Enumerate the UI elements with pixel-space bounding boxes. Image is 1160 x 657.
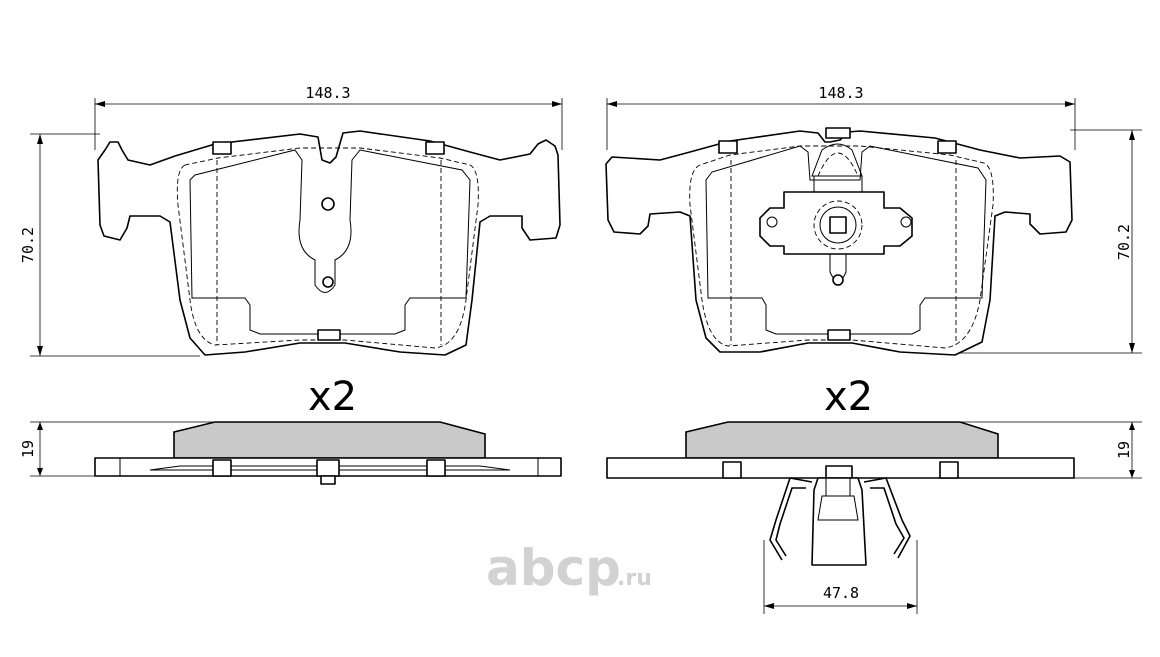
sensor-width-dimension: 47.8 [764, 540, 917, 614]
right-height-label: 70.2 [1115, 224, 1133, 260]
left-height-label: 70.2 [19, 227, 37, 263]
left-width-label: 148.3 [305, 84, 350, 102]
left-side-tab-1 [213, 460, 231, 476]
left-thickness-dimension: 19 [19, 422, 215, 476]
left-quantity-label: x2 [308, 374, 357, 420]
left-pad-side-view [95, 422, 561, 484]
right-friction-edge [706, 146, 986, 334]
right-backing-plate [606, 131, 1072, 355]
right-quantity-label: x2 [824, 374, 873, 420]
right-spring-arm-left-inner [776, 488, 806, 556]
left-side-tab-2 [317, 460, 339, 476]
left-clip-tab-1 [213, 142, 231, 154]
left-height-dimension: 70.2 [19, 134, 200, 356]
right-thickness-dimension: 19 [960, 422, 1142, 478]
left-backing-plate [98, 131, 560, 355]
watermark-domain: .ru [617, 566, 652, 591]
left-center-hole [322, 198, 334, 210]
right-bottom-tab [828, 330, 850, 340]
left-width-dimension: 148.3 [95, 84, 562, 150]
left-side-pin [321, 476, 335, 484]
right-spring-arm-right-inner [870, 488, 904, 554]
left-friction-outline [177, 148, 478, 348]
left-bottom-tab [318, 330, 340, 340]
right-spring-arm-left [770, 478, 812, 560]
right-clip-hole-left [767, 217, 777, 227]
right-thickness-label: 19 [1115, 441, 1133, 459]
right-clip-hole-right [901, 217, 911, 227]
right-side-tab-2 [940, 462, 958, 478]
right-clip-top [812, 144, 862, 176]
right-height-dimension: 70.2 [960, 130, 1142, 353]
right-pad-front-view [606, 128, 1072, 355]
right-clip-tab-2 [938, 141, 956, 153]
left-clip-tab-2 [426, 142, 444, 154]
right-sensor-ring [820, 207, 856, 243]
watermark-brand: abcp [486, 539, 621, 597]
right-side-center-tab [826, 466, 852, 478]
left-friction-edge [190, 150, 470, 334]
right-clip-tab-1 [719, 141, 737, 153]
right-lower-hole [833, 275, 843, 285]
sensor-width-label: 47.8 [823, 584, 859, 602]
right-top-tab [826, 128, 850, 138]
left-lower-hole [323, 277, 333, 287]
right-width-dimension: 148.3 [607, 84, 1075, 150]
left-pad-front-view [98, 131, 560, 355]
left-side-tab-3 [427, 460, 445, 476]
right-clip-arc [818, 153, 858, 176]
left-thickness-label: 19 [19, 440, 37, 458]
right-side-tab-1 [723, 462, 741, 478]
right-clip-neck [814, 176, 862, 192]
right-sensor-square [830, 217, 846, 233]
abcp-watermark: abcp .ru [486, 539, 652, 597]
right-pad-side-view [607, 422, 1074, 565]
right-sensor-ring-outer [814, 201, 862, 249]
right-spring-clip [812, 478, 866, 565]
right-spring-arm-right [864, 478, 910, 558]
right-friction-lining [686, 422, 998, 458]
left-friction-lining [174, 422, 485, 458]
right-width-label: 148.3 [818, 84, 863, 102]
